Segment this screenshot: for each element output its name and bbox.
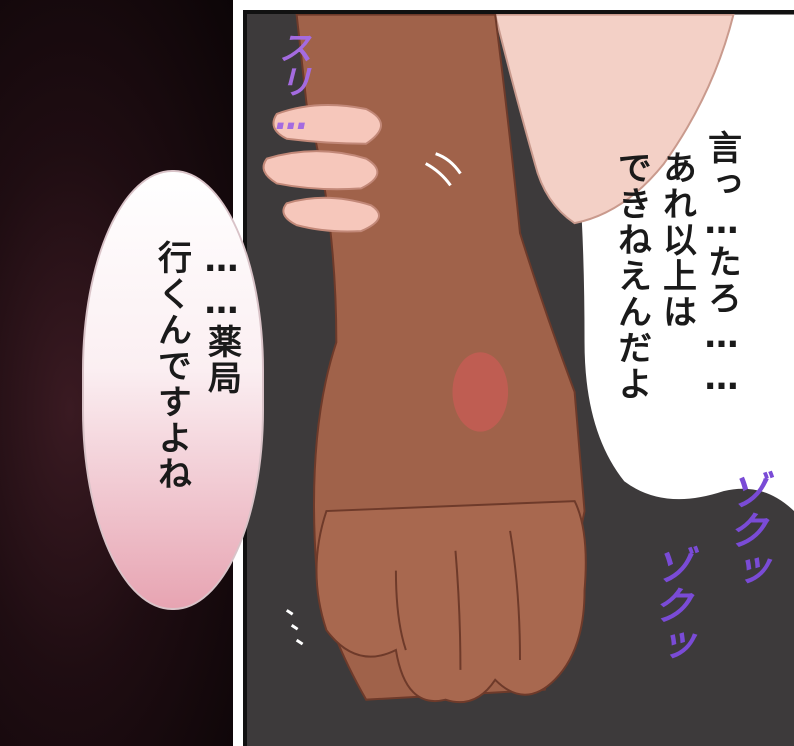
hand-illustration	[262, 14, 794, 704]
speech-right-line3: できねえんだよ	[611, 150, 652, 402]
speech-right-line2: あれ以上は	[656, 150, 697, 330]
sfx-zoku-1: ゾクッ	[721, 470, 767, 590]
right-panel	[243, 10, 794, 746]
speech-left-line2: 行くんですよね	[151, 240, 192, 492]
speech-left-line1: ……薬局	[201, 240, 242, 396]
speech-bubble-left	[82, 170, 264, 610]
sfx-zoku-2: ゾクッ	[646, 545, 692, 665]
sfx-rub: スリ…	[272, 30, 312, 138]
speech-right-line1: 言っ…たろ……	[701, 130, 742, 400]
